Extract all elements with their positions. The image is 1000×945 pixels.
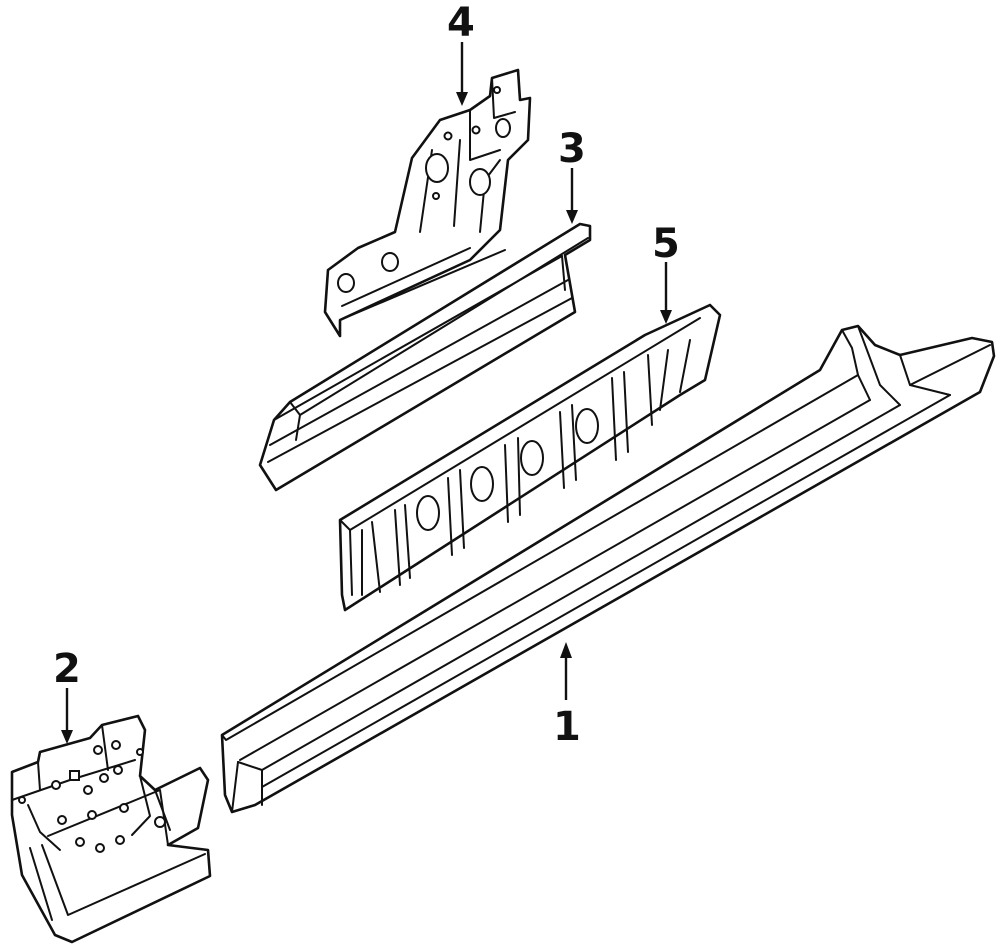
callout-3: 3 bbox=[558, 126, 586, 172]
arrowhead-3 bbox=[566, 210, 578, 224]
callout-labels: 4 3 5 2 1 bbox=[53, 0, 680, 750]
callout-5: 5 bbox=[652, 221, 680, 267]
arrowhead-5 bbox=[660, 310, 672, 324]
arrowhead-2 bbox=[61, 730, 73, 744]
leader-lines bbox=[61, 42, 672, 744]
part-4-pillar-bracket[interactable] bbox=[323, 68, 532, 338]
arrowhead-4 bbox=[456, 92, 468, 106]
arrowhead-1 bbox=[560, 642, 572, 658]
part-3-rocker-reinforcement[interactable] bbox=[258, 222, 592, 492]
part-1-outer-rocker-panel[interactable] bbox=[220, 324, 996, 814]
callout-2: 2 bbox=[53, 646, 81, 692]
callout-4: 4 bbox=[447, 0, 475, 46]
part-2-pillar-lower-bracket[interactable] bbox=[10, 714, 212, 944]
callout-1: 1 bbox=[553, 704, 581, 750]
part-5-inner-rocker-panel[interactable] bbox=[338, 303, 722, 612]
